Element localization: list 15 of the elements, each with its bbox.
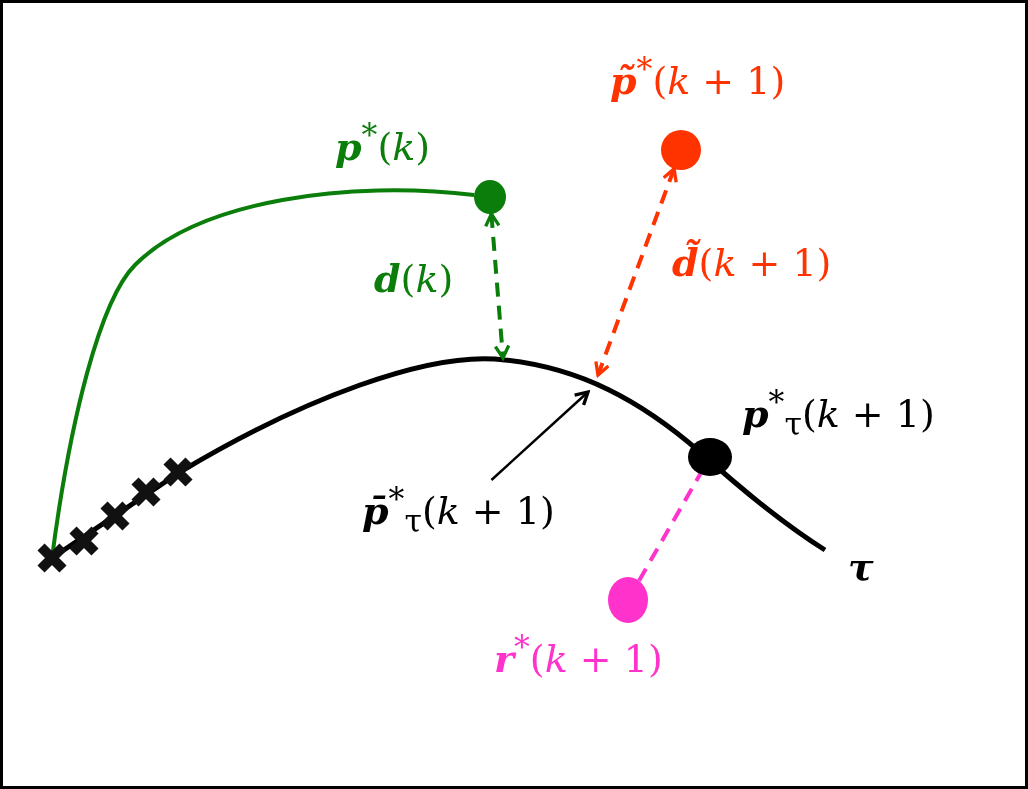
cross-marker: [129, 475, 163, 509]
math-label: p̃$^{*}$(k + 1): [610, 52, 786, 103]
double-arrow: [594, 167, 678, 377]
dashed-line: [637, 473, 702, 582]
math-label: p̄$^{*}$$_{τ}$(k + 1): [362, 480, 555, 541]
math-label: τ: [848, 546, 874, 588]
cross-marker: [98, 499, 132, 533]
math-label: r$^{*}$(k + 1): [494, 630, 663, 681]
math-label: p$^{*}$$_{τ}$(k + 1): [742, 385, 935, 443]
cross-marker: [67, 524, 101, 558]
cross-marker: [35, 541, 69, 575]
math-label: p$^{*}$(k): [335, 118, 431, 169]
leader-line: [490, 390, 590, 481]
cross-marker: [161, 455, 195, 489]
double-arrow: [484, 212, 511, 360]
